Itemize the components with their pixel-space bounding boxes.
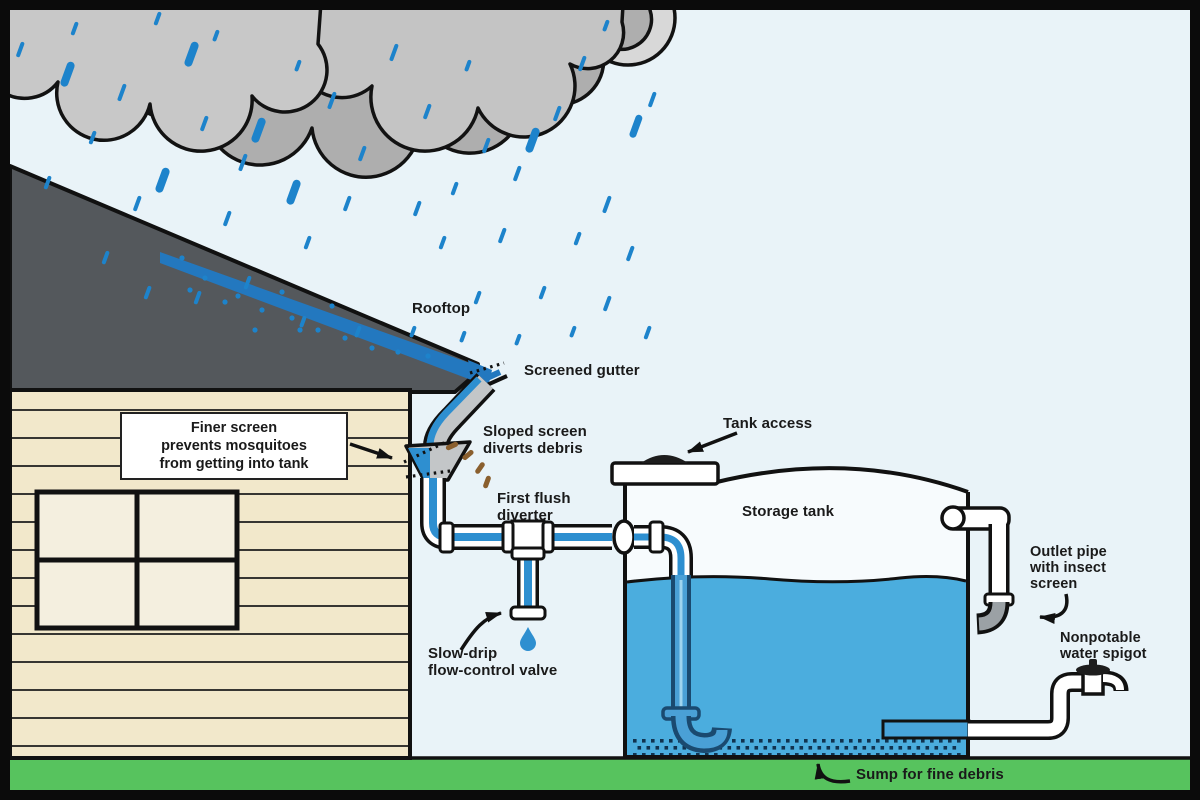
tank-inlet-pipe <box>612 519 732 754</box>
finer-screen-dots <box>405 469 451 479</box>
sump-arrow <box>814 763 851 784</box>
gutter-screen-dots <box>469 361 505 375</box>
roof-water-film <box>160 252 478 381</box>
spigot-handle <box>1076 659 1110 676</box>
label-storage-tank: Storage tank <box>742 503 835 520</box>
first-flush-assembly <box>420 478 612 651</box>
label-sloped-screen: Sloped screen diverts debris <box>483 423 587 457</box>
water-drip <box>520 627 536 651</box>
debris-funnel <box>403 439 491 489</box>
label-nonpotable: Nonpotable water spigot <box>1060 630 1147 663</box>
drip-pipe <box>509 546 547 651</box>
label-outlet-pipe: Outlet pipe with insect screen <box>1030 544 1107 593</box>
nonpotable-spigot <box>1076 659 1129 696</box>
tank-access-arrow <box>687 431 738 454</box>
label-finer-screen: Finer screen prevents mosquitoes from ge… <box>120 412 348 480</box>
label-sump: Sump for fine debris <box>856 766 1004 783</box>
in-tank-drop-pipe <box>661 575 732 754</box>
debris-bits <box>445 441 491 489</box>
label-rooftop: Rooftop <box>412 300 471 317</box>
label-first-flush: First flush diverter <box>497 490 571 524</box>
spigot-assembly <box>881 659 1129 740</box>
label-tank-access: Tank access <box>723 415 813 432</box>
finer-screen-arrow <box>349 442 393 460</box>
tank-water <box>627 576 966 756</box>
rain <box>16 11 657 346</box>
storm-clouds <box>0 0 677 179</box>
valve-cap <box>509 605 547 621</box>
outlet-arrow <box>1039 593 1069 624</box>
feed-pipe-in-tank <box>881 719 971 740</box>
label-screened-gutter: Screened gutter <box>524 362 640 379</box>
label-slow-drip: Slow-drip flow-control valve <box>428 645 558 679</box>
outlet-pipe <box>940 505 1015 635</box>
slow-drip-arrow <box>459 611 502 651</box>
annotation-arrows <box>349 431 1069 784</box>
lid-handle <box>641 455 688 463</box>
sloped-screen-dots <box>403 439 449 464</box>
tank-access-lid <box>610 455 720 486</box>
sump-debris-dots <box>633 739 961 757</box>
ground <box>8 756 1192 792</box>
storage-tank <box>610 455 970 759</box>
window <box>34 489 240 631</box>
roof-splash-dots <box>179 255 431 359</box>
